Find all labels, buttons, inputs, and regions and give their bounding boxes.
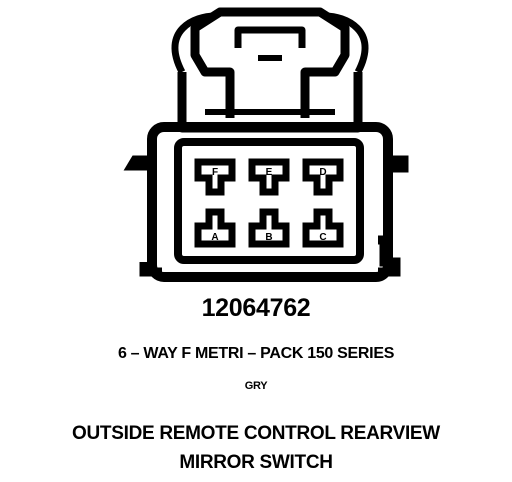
cavity-row-top bbox=[194, 158, 344, 196]
pin-label-e: E bbox=[266, 167, 273, 178]
cavity-f bbox=[194, 158, 236, 196]
connector-left-foot bbox=[139, 262, 162, 277]
cavity-d bbox=[302, 158, 344, 196]
connector-latch bbox=[171, 7, 369, 118]
pin-label-b: B bbox=[265, 232, 272, 243]
component-caption-line2: MIRROR SWITCH bbox=[179, 452, 333, 473]
cavity-c bbox=[302, 208, 344, 248]
connector-housing bbox=[147, 122, 393, 282]
connector-color: GRY bbox=[244, 380, 268, 392]
connector-right-foot bbox=[378, 235, 401, 277]
connector-right-ear bbox=[388, 155, 409, 173]
connector-diagram: F E D A B C bbox=[123, 7, 409, 282]
connector-left-ear bbox=[123, 155, 152, 171]
cavity-e bbox=[248, 158, 290, 196]
pin-label-f: F bbox=[212, 167, 218, 178]
connector-shoulders bbox=[177, 72, 363, 133]
connector-description: 6 – WAY F METRI – PACK 150 SERIES bbox=[117, 345, 395, 362]
pin-label-a: A bbox=[211, 232, 218, 243]
part-number: 12064762 bbox=[201, 294, 311, 322]
cavity-a bbox=[194, 208, 236, 248]
pin-label-c: C bbox=[319, 232, 326, 243]
cavity-b bbox=[248, 208, 290, 248]
connector-face bbox=[174, 138, 364, 264]
cavity-row-bottom bbox=[194, 208, 344, 248]
component-caption-line1: OUTSIDE REMOTE CONTROL REARVIEW bbox=[72, 423, 440, 444]
pin-label-d: D bbox=[319, 167, 326, 178]
